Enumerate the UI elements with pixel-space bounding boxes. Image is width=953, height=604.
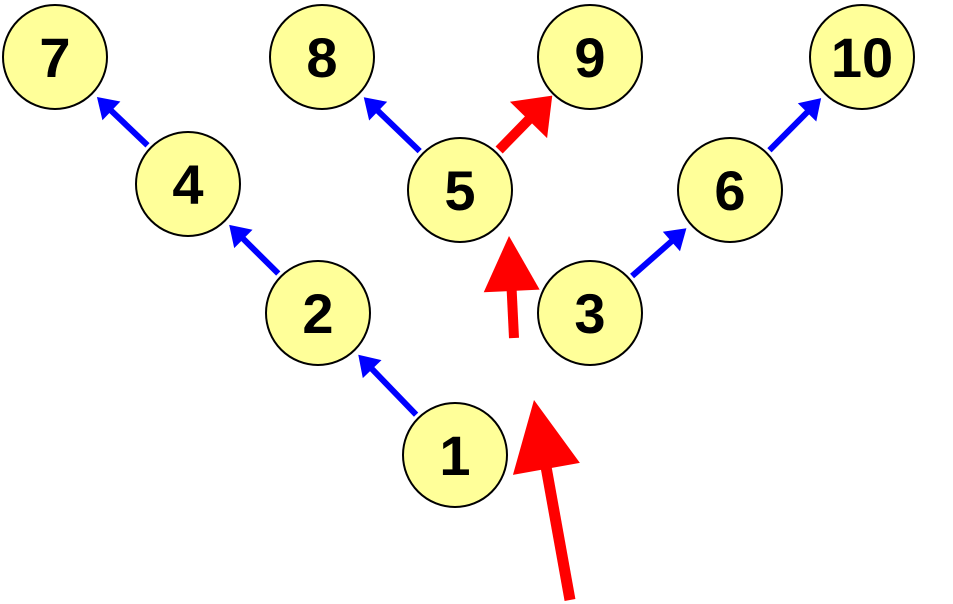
edge-1-to-2-arrow-shaft (368, 365, 419, 417)
medium-red-pointer-arrow (483, 236, 540, 339)
edge-5-to-8-arrow-head (363, 97, 388, 121)
edge-1-to-2-arrow-head (358, 354, 382, 379)
node-1: 1 (402, 402, 508, 508)
node-circle (537, 4, 643, 110)
node-label: 7 (39, 26, 70, 89)
edge-6-to-10-arrow (767, 98, 822, 153)
node-circle (407, 137, 513, 243)
node-label: 6 (714, 159, 745, 222)
node-label: 4 (172, 153, 203, 216)
node-2: 2 (265, 260, 371, 366)
nodes-layer: 1 2 3 4 5 6 7 8 9 10 (2, 4, 915, 508)
edge-5-to-9-arrow (495, 95, 553, 154)
edge-5-to-9-arrow-shaft (495, 115, 534, 154)
node-label: 1 (439, 424, 470, 487)
node-circle (809, 4, 915, 110)
edge-5-to-8-arrow (363, 97, 422, 154)
node-circle (2, 4, 108, 110)
large-red-pointer-arrow-shaft (540, 465, 576, 601)
edge-4-to-7-arrow-shaft (107, 107, 150, 148)
node-label: 8 (306, 26, 337, 89)
large-red-pointer-arrow-head (512, 400, 580, 475)
node-7: 7 (2, 4, 108, 110)
node-circle (677, 137, 783, 243)
edge-2-to-4-arrow-shaft (239, 235, 281, 276)
edge-1-to-2-arrow (358, 354, 419, 417)
node-4: 4 (135, 131, 241, 237)
node-circle (265, 260, 371, 366)
large-red-pointer-arrow (512, 400, 580, 601)
edge-3-to-6-arrow-shaft (630, 237, 675, 279)
node-9: 9 (537, 4, 643, 110)
edge-6-to-10-arrow-shaft (767, 108, 811, 153)
edge-3-to-6-arrow (630, 228, 687, 279)
edge-3-to-6-arrow-head (662, 228, 687, 252)
node-label: 9 (574, 26, 605, 89)
node-8: 8 (269, 4, 375, 110)
node-label: 2 (302, 282, 333, 345)
edge-5-to-8-arrow-shaft (374, 107, 422, 154)
medium-red-pointer-arrow-shaft (506, 288, 519, 339)
edge-5-to-9-arrow-head (509, 95, 553, 139)
edge-4-to-7-arrow (96, 97, 150, 148)
node-3: 3 (537, 260, 643, 366)
edge-6-to-10-arrow-head (797, 98, 822, 122)
edge-2-to-4-arrow-head (229, 224, 253, 249)
edge-2-to-4-arrow (229, 224, 281, 276)
node-label: 3 (574, 282, 605, 345)
node-circle (402, 402, 508, 508)
node-circle (537, 260, 643, 366)
medium-red-pointer-arrow-head (483, 236, 540, 293)
node-10: 10 (809, 4, 915, 110)
node-6: 6 (677, 137, 783, 243)
node-label: 5 (444, 159, 475, 222)
node-5: 5 (407, 137, 513, 243)
node-circle (135, 131, 241, 237)
edge-4-to-7-arrow-head (96, 97, 121, 121)
node-circle (269, 4, 375, 110)
edges-layer (96, 95, 822, 601)
node-label: 10 (831, 26, 893, 89)
